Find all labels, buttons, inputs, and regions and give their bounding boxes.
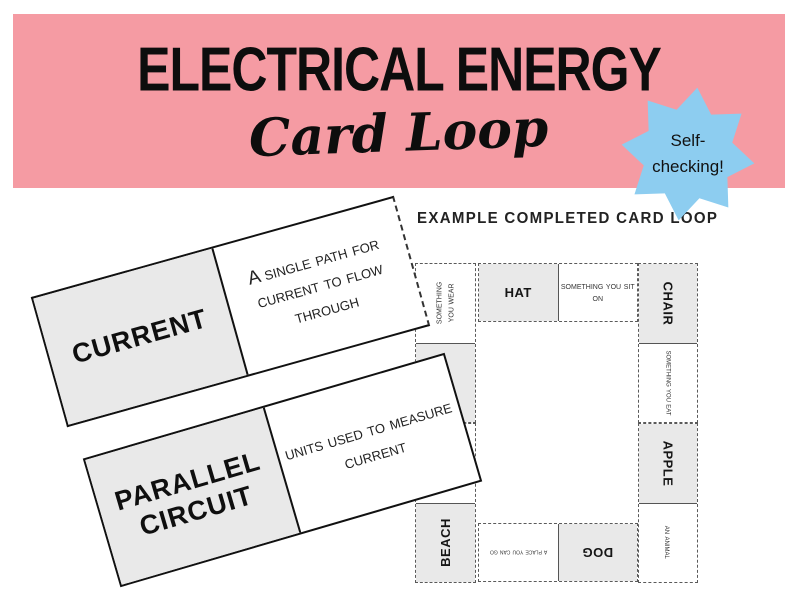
badge-line-2: checking! — [652, 157, 724, 176]
main-title: ELECTRICAL ENERGY — [137, 34, 662, 104]
term-half: CURRENT — [33, 248, 249, 425]
loop-card-right-bottom: APPLE an animal — [638, 423, 698, 583]
example-loop-title: EXAMPLE COMPLETED CARD LOOP — [417, 210, 719, 227]
term-half: PARALLEL CIRCUIT — [85, 407, 301, 585]
loop-cell-dog: DOG — [557, 524, 637, 581]
loop-card-bottom: a place you can go DOG — [478, 523, 638, 582]
loop-cell-animal: an animal — [663, 526, 674, 560]
term-label: PARALLEL CIRCUIT — [111, 445, 264, 542]
term-label: CURRENT — [68, 303, 211, 370]
loop-cell-hat: HAT — [479, 264, 558, 321]
loop-cell-hidden-clue — [416, 424, 475, 504]
loop-card-right-top: CHAIR something you eat — [638, 263, 698, 423]
badge-text: Self- checking! — [620, 85, 756, 223]
starburst-icon — [621, 87, 755, 221]
definition-half: A single path for current to flow throug… — [213, 198, 428, 374]
loop-cell-apple: APPLE — [639, 424, 697, 504]
header-banner: ELECTRICAL ENERGY Card Loop — [13, 14, 785, 188]
loop-cell-beach: BEACH — [416, 503, 475, 582]
loop-card-top: HAT something you sit on — [478, 263, 638, 322]
definition-text: units used to measure current — [282, 396, 455, 474]
subtitle-script: Card Loop — [248, 97, 550, 170]
loop-cell-wear: something you wear — [416, 264, 475, 344]
loop-cell-sit-on: something you sit on — [557, 264, 638, 321]
badge-line-1: Self- — [670, 130, 706, 150]
loop-cell-chair: CHAIR — [639, 264, 697, 344]
self-checking-badge: Self- checking! — [620, 85, 756, 223]
loop-cell-place: a place you can go — [489, 548, 547, 558]
definition-text: A single path for current to flow throug… — [245, 233, 386, 329]
loop-cell-eat: something you eat — [664, 350, 674, 416]
